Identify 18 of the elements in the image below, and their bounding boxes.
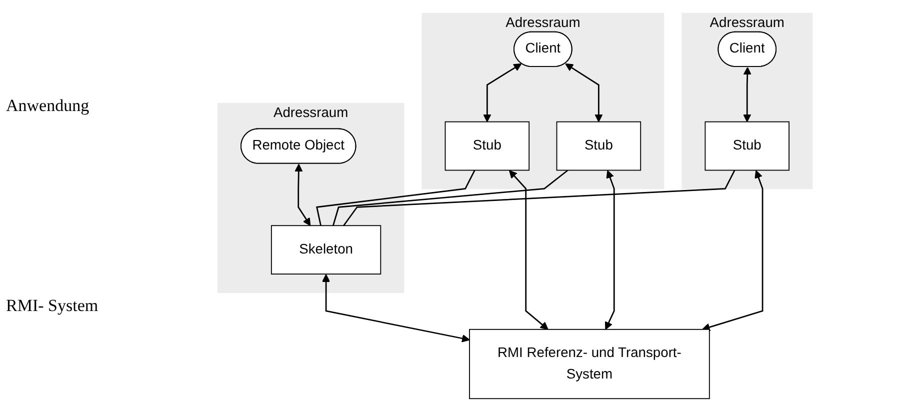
arrow: [743, 66, 752, 122]
arrow: [565, 63, 603, 122]
node-box: Stub: [444, 121, 530, 171]
arrow: [702, 170, 764, 332]
node-box: Skeleton: [270, 225, 382, 275]
connector: [316, 170, 476, 226]
node-box: Stub: [556, 121, 642, 171]
arrow: [322, 274, 470, 342]
connector: [343, 170, 736, 226]
row-label: RMI- System: [6, 296, 100, 316]
connector: [332, 170, 568, 226]
node-box: RMI Referenz- und Transport-System: [469, 328, 710, 400]
row-label: Anwendung: [6, 96, 90, 116]
arrow: [604, 170, 615, 330]
node-box: Stub: [704, 121, 790, 171]
arrow: [294, 164, 311, 226]
arrow: [509, 170, 548, 330]
arrow: [483, 63, 522, 122]
